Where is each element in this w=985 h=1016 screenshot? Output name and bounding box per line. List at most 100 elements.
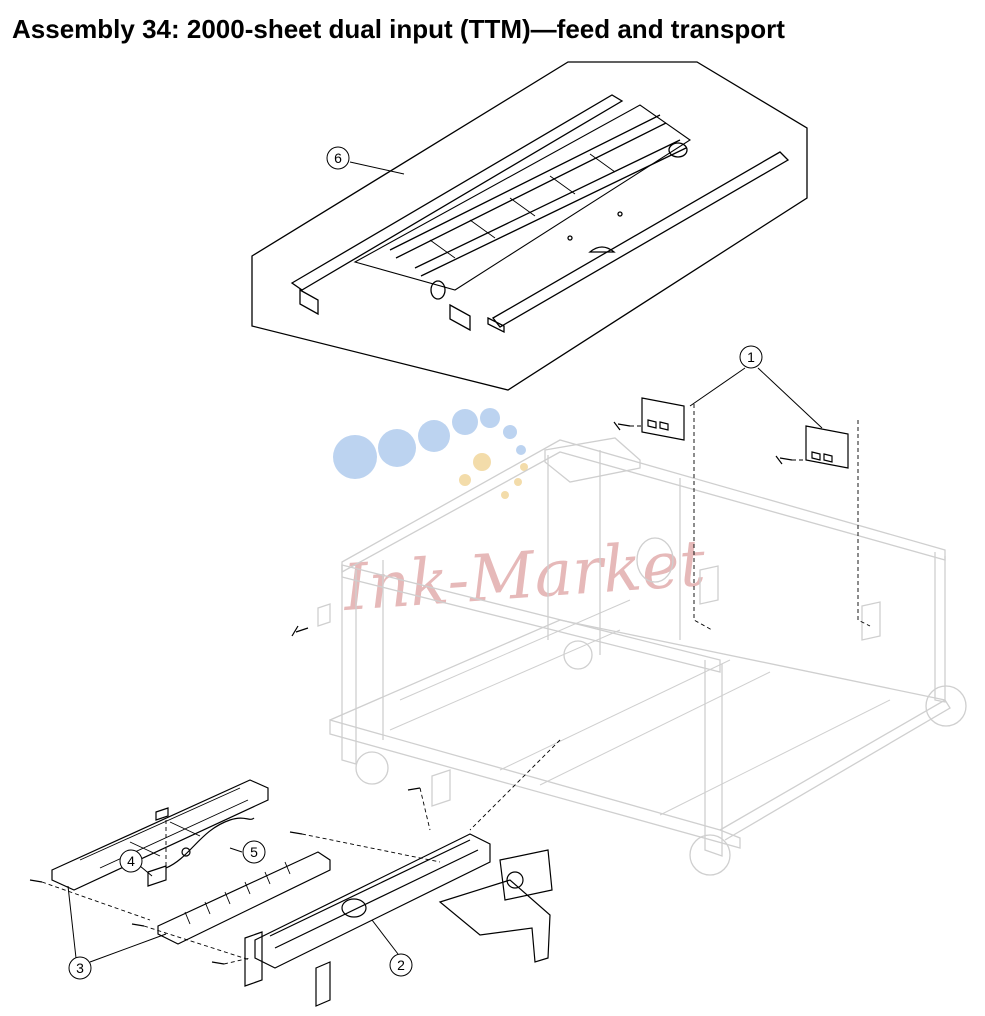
leader-4 xyxy=(139,865,153,877)
screw-board-b xyxy=(775,455,793,465)
frame-bottom-front xyxy=(329,719,741,849)
guide-to-frame xyxy=(469,739,561,831)
guide-cover xyxy=(41,881,151,921)
upper-guide-cover xyxy=(51,779,269,891)
leader-3-a xyxy=(67,885,77,959)
feed-unit-mount xyxy=(438,879,551,963)
leader-5 xyxy=(229,847,243,853)
wm-dot-9 xyxy=(514,478,522,486)
screw-feed-top xyxy=(289,831,303,835)
caster-mid xyxy=(563,640,593,670)
frame-left-post xyxy=(341,565,357,765)
inset-tab-right xyxy=(487,316,505,334)
frame-motor-hole xyxy=(636,537,674,583)
lower-guides xyxy=(41,739,561,965)
feed-unit-roller xyxy=(341,898,367,918)
frame-front-post xyxy=(704,660,723,857)
wm-dot-12 xyxy=(459,474,471,486)
wm-dot-1 xyxy=(333,435,377,479)
watermark: Ink-Market xyxy=(333,408,708,626)
wm-dot-5 xyxy=(480,408,500,428)
connector-board-a xyxy=(641,397,685,441)
inset-roller-a xyxy=(389,114,667,259)
callout-3-label: 3 xyxy=(76,960,84,976)
callouts: 1 2 3 4 5 6 xyxy=(68,146,763,980)
connector-board-b-plugs xyxy=(811,451,833,463)
guide-lower xyxy=(143,925,251,961)
wm-dot-4 xyxy=(452,409,478,435)
lower-guide xyxy=(157,851,331,945)
feed-unit-body xyxy=(254,833,491,969)
feed-unit-bracket xyxy=(315,961,331,1007)
callout-4: 4 xyxy=(119,849,143,873)
lower-guide-ribs xyxy=(184,861,291,925)
screw-feed-left xyxy=(211,961,225,965)
feed-unit-gear xyxy=(506,871,524,889)
leader-3-b xyxy=(89,933,167,963)
frame-back-panel xyxy=(382,450,681,740)
frame-bottom-left xyxy=(329,619,946,721)
upper-guide-cover-tab xyxy=(155,807,169,821)
item-1-parts xyxy=(291,397,849,637)
frame-floor-rails xyxy=(389,599,891,816)
guide-board-b xyxy=(857,420,871,627)
callout-1-label: 1 xyxy=(747,349,755,365)
screw-frame-left xyxy=(291,625,309,637)
inset-bracket-left xyxy=(299,288,319,316)
sensor-part xyxy=(147,865,167,887)
frame-latch-a xyxy=(699,565,719,605)
feed-unit-side-plate xyxy=(244,931,263,987)
inset-rail-left xyxy=(290,94,624,291)
inset-notch xyxy=(588,246,616,253)
leader-1-a xyxy=(689,367,746,407)
callout-2: 2 xyxy=(389,953,413,977)
feed-unit-motor xyxy=(499,849,553,901)
inset-roller-b xyxy=(414,139,687,277)
callout-6: 6 xyxy=(326,146,350,170)
frame-latch-b xyxy=(861,601,881,641)
wm-dot-7 xyxy=(516,445,526,455)
wm-dot-3 xyxy=(418,420,450,452)
wm-dot-8 xyxy=(520,463,528,471)
feed-unit-shaft xyxy=(269,839,479,949)
screw-board-a xyxy=(613,421,631,431)
guide-frame-front xyxy=(419,787,431,831)
main-frame xyxy=(317,437,967,876)
item-1-guides xyxy=(630,404,871,631)
frame-right-post xyxy=(934,552,946,703)
wm-dot-10 xyxy=(501,491,509,499)
caster-right xyxy=(925,685,967,727)
leader-6 xyxy=(349,161,405,175)
guide-feed-top xyxy=(301,833,441,863)
connector-board-a-plugs xyxy=(647,419,669,431)
inset-gear xyxy=(430,280,446,300)
inset-plate xyxy=(353,104,691,291)
callout-5: 5 xyxy=(242,840,266,864)
wm-dot-11 xyxy=(473,453,491,471)
page-title: Assembly 34: 2000-sheet dual input (TTM)… xyxy=(12,14,785,44)
wm-dot-2 xyxy=(378,429,416,467)
frame-bracket-front xyxy=(431,769,451,807)
caster-left xyxy=(355,751,389,785)
frame-top-block xyxy=(544,437,641,483)
caster-front xyxy=(689,834,731,876)
callout-1: 1 xyxy=(739,345,763,369)
screw-frame-front xyxy=(407,787,421,791)
guide-feed-left xyxy=(223,957,251,965)
screw-guide xyxy=(131,923,145,927)
wm-dot-6 xyxy=(503,425,517,439)
frame-bottom-right xyxy=(719,699,951,841)
callout-3: 3 xyxy=(68,956,92,980)
sensor-cable-connector xyxy=(181,847,191,857)
connector-board-b xyxy=(805,425,849,469)
callout-6-label: 6 xyxy=(334,150,342,166)
leader-lines xyxy=(67,161,823,963)
callout-4-label: 4 xyxy=(127,853,135,869)
inset-partitions xyxy=(429,153,616,259)
inset-bracket-right xyxy=(449,303,471,332)
inset-rail-right xyxy=(492,151,790,328)
inset-roller-end xyxy=(668,142,688,158)
sensor-cable xyxy=(165,817,255,869)
callout-2-label: 2 xyxy=(397,957,405,973)
